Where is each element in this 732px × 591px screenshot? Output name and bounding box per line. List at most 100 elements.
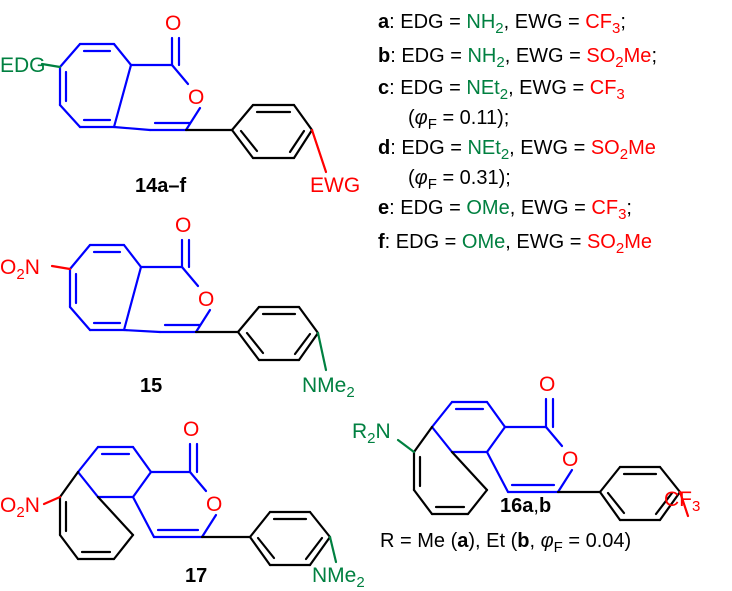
- legend-e-ewg-sub: 3: [618, 206, 626, 223]
- legend-b-text1: : EDG =: [390, 45, 467, 67]
- molecule-14-carbonyl-oxygen: O: [165, 12, 181, 35]
- molecule-17-nitro-o: O: [0, 494, 16, 517]
- molecule-14-label: 14a–f: [135, 175, 186, 197]
- molecule-14-ring-oxygen: O: [188, 86, 204, 109]
- molecule-14-aryl-ring: [184, 103, 314, 160]
- caption-bold-b: b: [517, 530, 529, 552]
- molecule-16-aryl-ring: [556, 465, 682, 522]
- legend-a-text1: : EDG =: [389, 11, 466, 33]
- legend-c2-text1: (: [408, 107, 415, 129]
- molecule-17-naphthalene-ring: [58, 470, 135, 561]
- molecule-17-amine-bond: [328, 535, 338, 564]
- legend-c-ewg: CF: [590, 77, 617, 99]
- molecule-17-label: 17: [185, 565, 207, 587]
- legend-d-key: d: [378, 137, 390, 159]
- molecule-16-cf3-bond: [678, 490, 690, 518]
- legend-row-a: a: EDG = NH2, EWG = CF3;: [378, 11, 626, 37]
- molecule-17-amine-group: NMe2: [312, 564, 365, 591]
- legend-c2-phi: φ: [415, 107, 428, 129]
- molecule-15-label: 15: [140, 375, 162, 397]
- legend-row-b: b: EDG = NH2, EWG = SO2Me;: [378, 45, 657, 71]
- legend-d2-phi-sub: F: [428, 176, 437, 193]
- molecule-17-nitro-subscript: 2: [16, 504, 24, 521]
- legend-row-f: f: EDG = OMe, EWG = SO2Me: [378, 231, 652, 257]
- legend-b-ewg: SO: [586, 45, 615, 67]
- molecule-14-edg-label: EDG: [0, 54, 46, 77]
- molecule-15-nitro-subscript: 2: [16, 266, 24, 283]
- caption-part-1: R = Me (: [380, 530, 458, 552]
- molecule-17: O O O2N NMe2 17: [0, 418, 365, 591]
- legend-c-edg: NEt: [466, 77, 500, 99]
- molecule-15-amine-bond: [316, 331, 328, 372]
- legend-d-ewg-tail: Me: [628, 137, 656, 159]
- molecule-15-carbonyl-oxygen: O: [175, 214, 191, 237]
- legend-row-e: e: EDG = OMe, EWG = CF3;: [378, 197, 632, 223]
- molecule-17-carbonyl-oxygen: O: [183, 418, 199, 441]
- legend-d-ewg: SO: [591, 137, 620, 159]
- legend-a-text3: ;: [620, 11, 626, 33]
- legend-b-edg-sub: 2: [496, 54, 504, 71]
- caption-part-2: ), Et (: [468, 530, 517, 552]
- legend-d-edg: NEt: [467, 137, 501, 159]
- molecule-16-caption: R = Me (a), Et (b, φF = 0.04): [380, 530, 631, 556]
- legend-c2-phi-sub: F: [428, 116, 437, 133]
- molecule-16-label: 16a,b: [500, 495, 551, 517]
- legend-b-ewg-tail: Me: [624, 45, 652, 67]
- molecule-17-nitro-bond: [42, 495, 62, 506]
- molecule-16-amine-bond: [396, 438, 416, 454]
- molecule-15-nitro-group: O2N: [0, 256, 40, 283]
- legend-f-ewg-sub: 2: [616, 240, 624, 257]
- legend-d2-text1: (: [408, 167, 415, 189]
- legend-d-ewg-sub: 2: [620, 146, 628, 163]
- legend-e-ewg: CF: [591, 197, 618, 219]
- legend-e-text3: ;: [626, 197, 632, 219]
- molecule-15-ring-oxygen: O: [198, 288, 214, 311]
- legend-a-key: a: [378, 11, 390, 33]
- legend-b-key: b: [378, 45, 390, 67]
- molecule-16-carbonyl-oxygen: O: [539, 373, 555, 396]
- caption-phi: φ: [541, 530, 554, 552]
- molecule-16-amine-n: N: [376, 420, 391, 443]
- legend-f-key: f: [378, 231, 385, 253]
- molecule-14-ewg-bond: [310, 128, 328, 174]
- substituent-legend: a: EDG = NH2, EWG = CF3; b: EDG = NH2, E…: [378, 11, 657, 257]
- caption-part-3: ,: [529, 530, 540, 552]
- molecule-14: O O EDG EWG 14a–f: [0, 12, 360, 197]
- legend-c-ewg-sub: 3: [616, 86, 624, 103]
- molecule-16-cf3-group: CF3: [664, 488, 700, 515]
- caption-phi-subscript: F: [554, 539, 563, 556]
- legend-row-c-yield: (φF = 0.11);: [408, 107, 509, 133]
- legend-f-ewg-tail: Me: [624, 231, 652, 253]
- molecule-16-cf-subscript: 3: [692, 498, 700, 515]
- molecule-14-ewg-label: EWG: [310, 174, 360, 197]
- legend-c-key: c: [378, 77, 389, 99]
- molecule-15-amine-nme: NMe: [302, 374, 346, 397]
- legend-e-text2: , EWG =: [510, 197, 592, 219]
- legend-a-ewg: CF: [585, 11, 612, 33]
- legend-f-text2: , EWG =: [505, 231, 587, 253]
- molecule-17-nitro-n: N: [25, 494, 40, 517]
- molecule-15-amine-subscript: 2: [346, 384, 354, 401]
- molecule-16-amine-r: R: [352, 420, 367, 443]
- legend-c-text1: : EDG =: [389, 77, 466, 99]
- caption-bold-a: a: [457, 530, 469, 552]
- molecule-17-ring-oxygen: O: [206, 493, 222, 516]
- legend-c-edg-sub: 2: [500, 86, 508, 103]
- legend-f-edg: OMe: [462, 231, 505, 253]
- molecule-16-ring-oxygen: O: [562, 448, 578, 471]
- legend-d-text2: , EWG =: [509, 137, 591, 159]
- molecule-15-nitro-o: O: [0, 256, 16, 279]
- molecule-14-isocoumarin-core: [58, 36, 202, 132]
- legend-b-text3: ;: [651, 45, 657, 67]
- molecule-16-label-a: 16a: [500, 495, 534, 517]
- molecule-16-cf: CF: [664, 488, 692, 511]
- legend-d-edg-sub: 2: [501, 146, 509, 163]
- molecule-14-edg-bond: [40, 62, 62, 69]
- molecule-16-amine-subscript: 2: [367, 430, 375, 447]
- molecule-17-nitro-group: O2N: [0, 494, 40, 521]
- molecule-17-amine-nme: NMe: [312, 564, 356, 587]
- molecule-15-nitro-bond: [50, 264, 72, 271]
- molecule-15-amine-group: NMe2: [302, 374, 355, 401]
- legend-c-text2: , EWG =: [508, 77, 590, 99]
